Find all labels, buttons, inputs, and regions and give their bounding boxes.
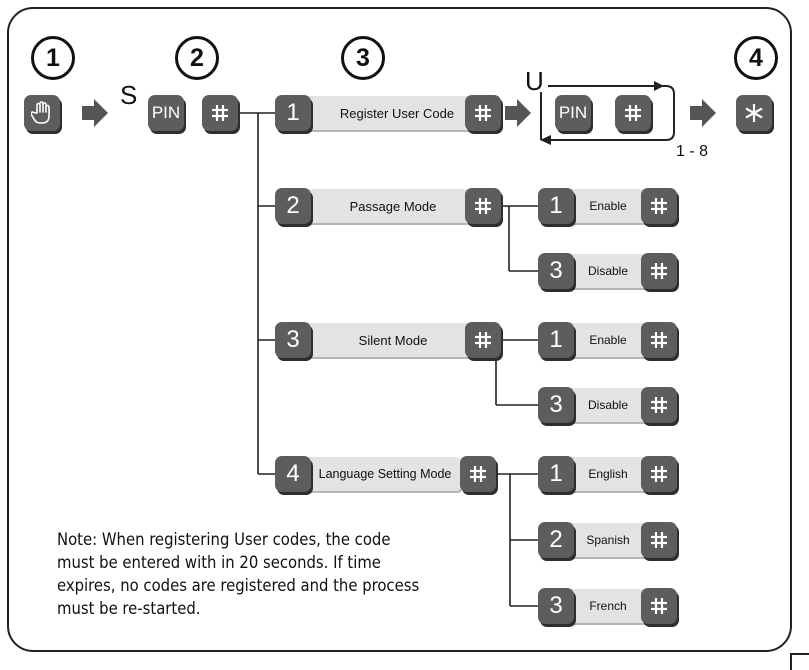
- step-1-circle: 1: [31, 36, 75, 80]
- s-label: S: [120, 80, 138, 110]
- star-key: [736, 95, 772, 131]
- hash-key: [202, 95, 238, 131]
- hash-icon: [651, 198, 667, 214]
- language-spanish-number-key: 2: [538, 522, 574, 558]
- menu-3-number-key: 3: [275, 322, 311, 358]
- option-label: English: [588, 467, 628, 481]
- passage-disable-number-key: 3: [538, 253, 574, 289]
- option-label: Spanish: [586, 533, 630, 547]
- menu-label: Passage Mode: [349, 198, 437, 214]
- hash-icon: [475, 198, 491, 214]
- user-pin-key: PIN: [555, 95, 591, 131]
- step-4-circle: 4: [734, 36, 778, 80]
- passage-enable-hash-key: [641, 188, 677, 224]
- note-line: Note: When registering User codes, the c…: [57, 530, 391, 549]
- menu-1-hash-key: [465, 95, 501, 131]
- asterisk-icon: [745, 104, 763, 122]
- hand-icon: [31, 101, 50, 124]
- page-corner: [790, 653, 809, 670]
- menu-2-number-key: 2: [275, 188, 311, 224]
- menu-passage-mode: Passage Mode: [290, 189, 472, 223]
- menu-language-setting-mode: Language Setting Mode: [290, 457, 462, 491]
- menu-silent-mode: Silent Mode: [290, 323, 472, 357]
- option-label: Disable: [587, 264, 629, 278]
- menu-register-user-code: Register User Code: [290, 96, 472, 130]
- language-french-hash-key: [641, 588, 677, 624]
- language-english-hash-key: [641, 456, 677, 492]
- menu-label: Silent Mode: [358, 332, 428, 348]
- hash-icon: [625, 105, 641, 121]
- menu-3-hash-key: [465, 322, 501, 358]
- menu-label: Register User Code: [339, 105, 455, 121]
- hash-icon: [651, 466, 667, 482]
- hash-icon: [651, 263, 667, 279]
- silent-disable-hash-key: [641, 387, 677, 423]
- passage-enable-number-key: 1: [538, 188, 574, 224]
- language-english-number-key: 1: [538, 456, 574, 492]
- hand-key: [24, 95, 60, 131]
- language-french-number-key: 3: [538, 588, 574, 624]
- language-spanish-hash-key: [641, 522, 677, 558]
- loop-range-label: 1 - 8: [676, 143, 709, 160]
- option-label: Enable: [589, 333, 627, 347]
- step-3-circle: 3: [341, 36, 385, 80]
- silent-enable-hash-key: [641, 322, 677, 358]
- hash-icon: [212, 105, 228, 121]
- menu-4-number-key: 4: [275, 456, 311, 492]
- user-hash-key: [615, 95, 651, 131]
- note-line: must be re-started.: [57, 599, 201, 618]
- menu-1-number-key: 1: [275, 95, 311, 131]
- hash-icon: [651, 397, 667, 413]
- silent-disable-number-key: 3: [538, 387, 574, 423]
- pin-key: PIN: [148, 95, 184, 131]
- option-label: French: [589, 599, 627, 613]
- note-line: must be entered with in 20 seconds. If t…: [57, 553, 381, 572]
- option-label: Disable: [587, 398, 629, 412]
- hash-icon: [651, 532, 667, 548]
- step-2-circle: 2: [175, 36, 219, 80]
- hash-icon: [651, 598, 667, 614]
- hash-icon: [475, 332, 491, 348]
- note-line: expires, no codes are registered and the…: [57, 576, 420, 595]
- menu-4-hash-key: [460, 456, 496, 492]
- menu-label: Language Setting Mode: [318, 467, 452, 481]
- u-label: U: [525, 66, 544, 96]
- menu-2-hash-key: [465, 188, 501, 224]
- hash-icon: [475, 105, 491, 121]
- silent-enable-number-key: 1: [538, 322, 574, 358]
- hash-icon: [470, 466, 486, 482]
- hash-icon: [651, 332, 667, 348]
- registration-note: Note: When registering User codes, the c…: [57, 528, 477, 620]
- option-label: Enable: [589, 199, 627, 213]
- passage-disable-hash-key: [641, 253, 677, 289]
